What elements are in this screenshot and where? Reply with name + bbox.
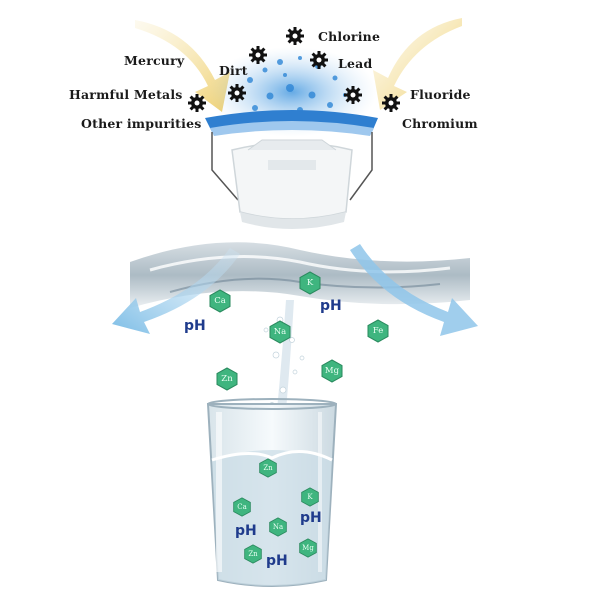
contaminant-gear-icon bbox=[286, 27, 304, 45]
contaminant-gear-icon bbox=[382, 94, 400, 112]
label-chromium: Chromium bbox=[402, 116, 478, 131]
blue-arrow-right-icon bbox=[350, 244, 478, 336]
label-dirt: Dirt bbox=[219, 63, 248, 78]
mineral-hexagon-icon: Mg bbox=[320, 359, 344, 383]
ph-label: pH bbox=[300, 510, 322, 526]
label-harmful-metals: Harmful Metals bbox=[69, 87, 183, 102]
contaminant-gear-icon bbox=[228, 84, 246, 102]
label-lead: Lead bbox=[338, 56, 373, 71]
mineral-na: Na bbox=[272, 523, 284, 531]
mineral-hexagon-icon: Mg bbox=[298, 538, 318, 558]
mineral-hexagon-icon: Zn bbox=[215, 367, 239, 391]
ph-label: pH bbox=[266, 553, 288, 569]
label-other-impurities: Other impurities bbox=[81, 116, 202, 131]
mineral-ca: Ca bbox=[214, 296, 226, 306]
contaminant-gear-icon bbox=[310, 51, 328, 69]
ph-label: pH bbox=[184, 318, 206, 334]
mineral-zn: Zn bbox=[263, 464, 273, 472]
gold-arrow-right-icon bbox=[373, 18, 462, 110]
ph-label: pH bbox=[320, 298, 342, 314]
mineral-hexagon-icon: Na bbox=[268, 517, 288, 537]
blue-arrow-left-icon bbox=[112, 248, 240, 334]
mineral-hexagon-icon: Zn bbox=[243, 544, 263, 564]
mineral-k: K bbox=[307, 493, 313, 501]
mineral-hexagon-icon: Fe bbox=[366, 319, 390, 343]
mineral-hexagon-icon: Zn bbox=[258, 458, 278, 478]
label-fluoride: Fluoride bbox=[410, 87, 471, 102]
contaminant-gear-icon bbox=[188, 94, 206, 112]
gold-arrow-left-icon bbox=[135, 20, 230, 112]
label-mercury: Mercury bbox=[124, 53, 185, 68]
mineral-mg: Mg bbox=[302, 544, 314, 552]
contaminant-gear-icon bbox=[249, 46, 267, 64]
mineral-hexagon-icon: Ca bbox=[232, 497, 252, 517]
mineral-zn: Zn bbox=[221, 374, 233, 384]
mineral-zn: Zn bbox=[248, 550, 258, 558]
mineral-hexagon-icon: Na bbox=[268, 320, 292, 344]
mineral-k: K bbox=[306, 278, 314, 288]
contaminant-gear-icon bbox=[344, 86, 362, 104]
mineral-na: Na bbox=[273, 327, 287, 337]
mineral-hexagon-icon: Ca bbox=[208, 289, 232, 313]
mineral-mg: Mg bbox=[324, 366, 340, 376]
mineral-fe: Fe bbox=[372, 326, 384, 336]
mineral-hexagon-icon: K bbox=[298, 271, 322, 295]
label-chlorine: Chlorine bbox=[318, 29, 381, 44]
ph-label: pH bbox=[235, 523, 257, 539]
mineral-ca: Ca bbox=[237, 503, 247, 511]
mineral-hexagon-icon: K bbox=[300, 487, 320, 507]
